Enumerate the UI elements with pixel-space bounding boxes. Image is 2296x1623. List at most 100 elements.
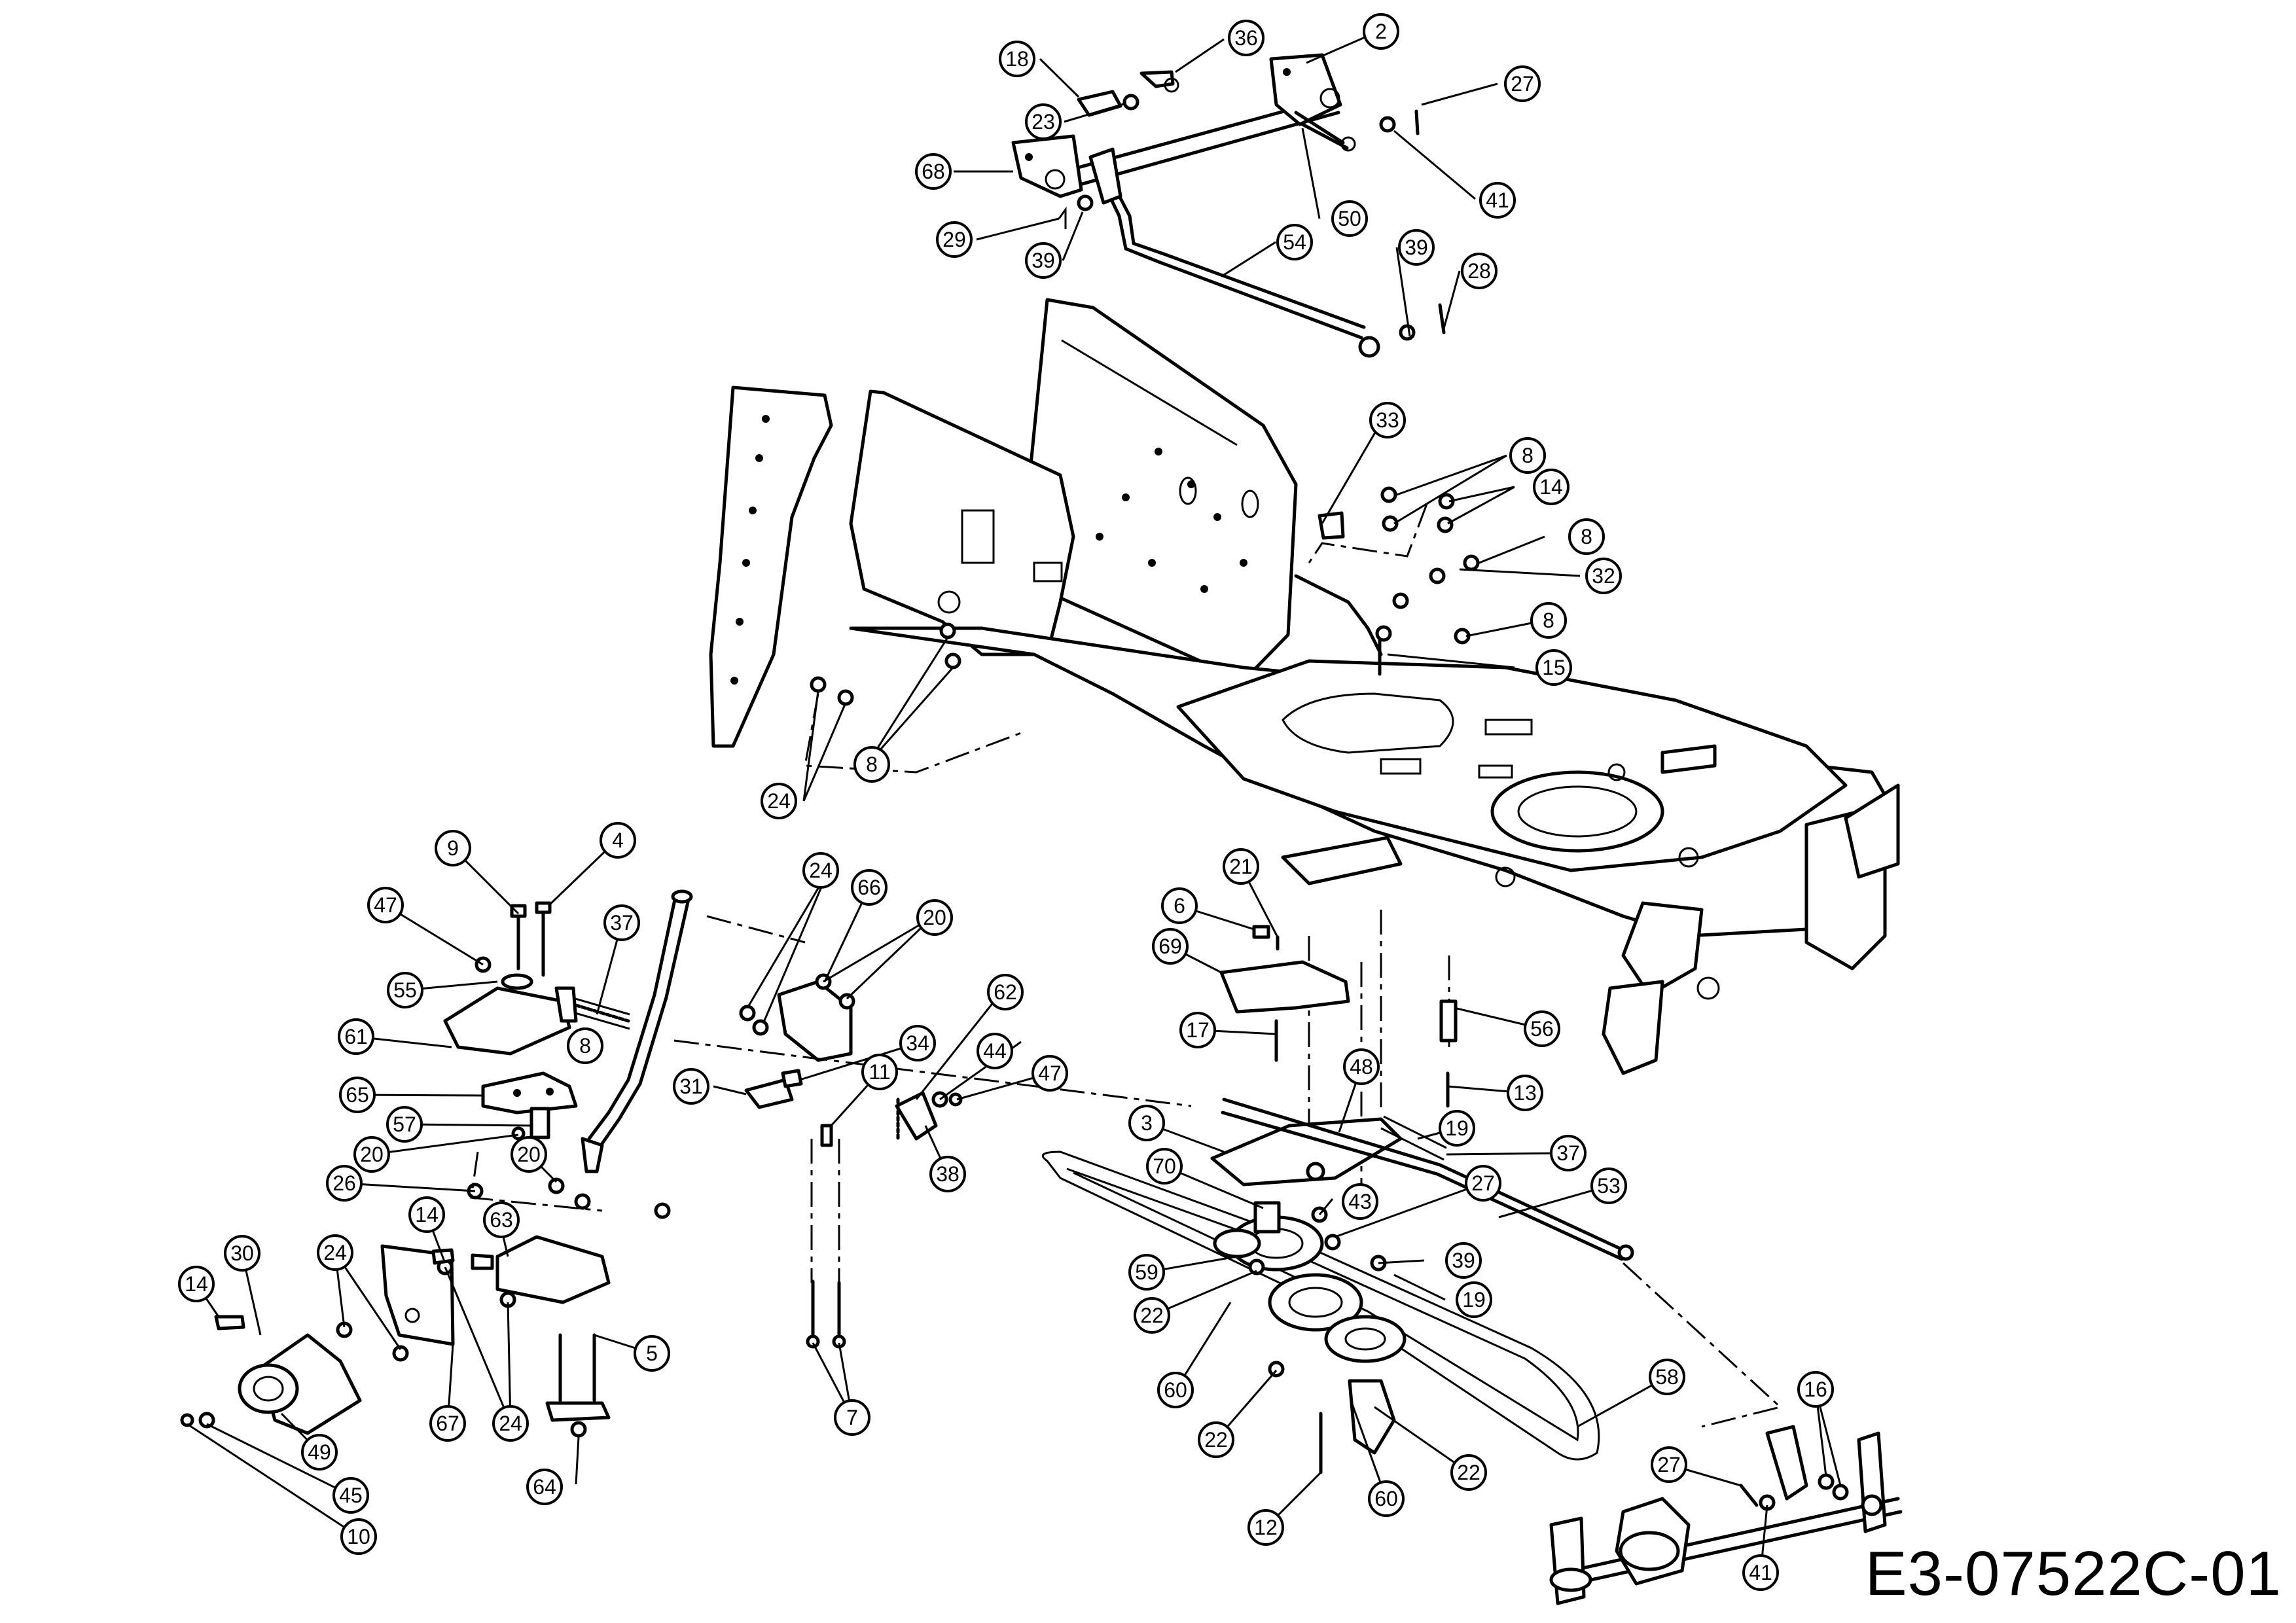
svg-text:54: 54 <box>1283 230 1306 254</box>
callout-27-top: 27 <box>1504 65 1541 102</box>
svg-text:23: 23 <box>1031 110 1055 134</box>
callout-8-c: 8 <box>1530 602 1567 639</box>
svg-text:30: 30 <box>230 1241 254 1265</box>
svg-text:47: 47 <box>374 893 397 917</box>
svg-text:9: 9 <box>447 836 459 860</box>
callout-66: 66 <box>851 869 888 906</box>
callout-5: 5 <box>634 1335 670 1372</box>
svg-text:20: 20 <box>360 1143 384 1166</box>
callout-2: 2 <box>1363 13 1399 50</box>
callout-42-bottom: 41 <box>1742 1554 1779 1591</box>
callout-47: 47 <box>367 887 404 923</box>
svg-text:69: 69 <box>1158 935 1182 958</box>
svg-text:31: 31 <box>679 1075 703 1098</box>
svg-text:59: 59 <box>1135 1260 1158 1284</box>
svg-text:10: 10 <box>347 1525 370 1548</box>
svg-text:8: 8 <box>1581 525 1592 548</box>
callout-30: 30 <box>224 1235 260 1272</box>
svg-text:27: 27 <box>1511 72 1534 96</box>
callout-8-e: 8 <box>567 1027 603 1064</box>
callout-23: 23 <box>1025 103 1062 140</box>
callout-60-b: 60 <box>1368 1480 1405 1517</box>
callout-38: 38 <box>929 1156 966 1192</box>
callout-56: 56 <box>1524 1010 1560 1047</box>
callout-20-a: 20 <box>353 1136 390 1173</box>
callout-65: 65 <box>339 1077 376 1113</box>
frame-chassis <box>709 298 1900 1211</box>
callout-22-a: 22 <box>1134 1297 1170 1334</box>
callout-7: 7 <box>834 1399 870 1436</box>
svg-text:48: 48 <box>1350 1055 1373 1079</box>
callout-16: 16 <box>1797 1371 1834 1408</box>
callout-12: 12 <box>1247 1509 1284 1546</box>
callout-20-b: 20 <box>511 1136 547 1173</box>
callout-32: 32 <box>1585 558 1622 594</box>
drawing-code: E3-07522C-01 <box>1865 1539 2282 1609</box>
svg-text:24: 24 <box>767 789 791 813</box>
svg-text:8: 8 <box>579 1034 591 1058</box>
svg-text:49: 49 <box>308 1440 331 1464</box>
svg-text:19: 19 <box>1445 1116 1469 1140</box>
callout-64: 64 <box>526 1469 563 1505</box>
svg-text:55: 55 <box>393 978 417 1002</box>
lift-axle-assembly <box>1011 53 1446 358</box>
callout-60-a: 60 <box>1157 1372 1194 1408</box>
svg-text:14: 14 <box>185 1272 208 1296</box>
callout-55: 55 <box>387 972 423 1008</box>
callout-36: 37 <box>603 904 640 941</box>
svg-text:57: 57 <box>393 1113 416 1136</box>
callout-14-b: 14 <box>408 1196 445 1233</box>
svg-text:6: 6 <box>1174 894 1185 918</box>
svg-text:45: 45 <box>339 1484 363 1507</box>
svg-text:21: 21 <box>1229 855 1253 878</box>
callout-28: 28 <box>1461 253 1498 289</box>
callout-54: 54 <box>1276 224 1313 260</box>
svg-text:62: 62 <box>994 980 1017 1004</box>
callouts: 2 36 18 27 23 68 41 50 29 54 39 39 28 33… <box>178 13 1834 1591</box>
callout-19-a: 19 <box>1439 1110 1475 1147</box>
svg-text:27: 27 <box>1657 1453 1681 1476</box>
svg-text:26: 26 <box>332 1171 356 1195</box>
callout-27-bottom: 27 <box>1651 1446 1687 1483</box>
callout-62: 62 <box>987 974 1024 1010</box>
svg-text:39: 39 <box>1405 236 1428 259</box>
svg-text:64: 64 <box>533 1475 556 1499</box>
svg-text:13: 13 <box>1513 1081 1537 1105</box>
svg-text:8: 8 <box>1543 609 1554 632</box>
callout-6: 6 <box>1161 887 1198 924</box>
middle-brackets <box>470 915 1192 1349</box>
svg-text:41: 41 <box>1749 1561 1772 1584</box>
callout-37: 37 <box>1550 1135 1587 1171</box>
svg-text:32: 32 <box>1592 564 1615 588</box>
svg-text:60: 60 <box>1164 1378 1187 1402</box>
svg-text:20: 20 <box>517 1143 541 1166</box>
callout-50: 49 <box>301 1434 338 1471</box>
svg-text:27: 27 <box>1471 1171 1495 1195</box>
svg-text:22: 22 <box>1457 1461 1480 1484</box>
svg-text:24: 24 <box>809 859 833 882</box>
callout-51: 50 <box>1331 200 1368 237</box>
callout-14-c: 14 <box>178 1266 215 1302</box>
svg-text:68: 68 <box>922 160 945 183</box>
svg-text:60: 60 <box>1374 1487 1398 1510</box>
svg-text:67: 67 <box>436 1412 459 1435</box>
callout-8-d: 8 <box>853 746 890 783</box>
callout-24-a: 24 <box>761 783 797 819</box>
callout-14-a: 14 <box>1533 469 1570 505</box>
svg-text:39: 39 <box>1452 1249 1475 1272</box>
svg-text:5: 5 <box>646 1342 658 1365</box>
svg-text:8: 8 <box>1522 444 1534 467</box>
svg-text:63: 63 <box>490 1208 513 1232</box>
callout-58: 58 <box>1649 1359 1685 1395</box>
svg-text:36: 36 <box>1234 26 1258 50</box>
callout-45: 45 <box>332 1477 369 1514</box>
svg-text:38: 38 <box>936 1162 960 1186</box>
callout-17: 17 <box>1179 1012 1216 1048</box>
svg-text:58: 58 <box>1655 1365 1679 1389</box>
svg-text:8: 8 <box>866 753 878 776</box>
svg-text:66: 66 <box>857 876 881 899</box>
callout-11: 11 <box>861 1054 898 1090</box>
callout-8-b: 8 <box>1568 518 1605 555</box>
callout-24-b: 24 <box>317 1234 353 1271</box>
